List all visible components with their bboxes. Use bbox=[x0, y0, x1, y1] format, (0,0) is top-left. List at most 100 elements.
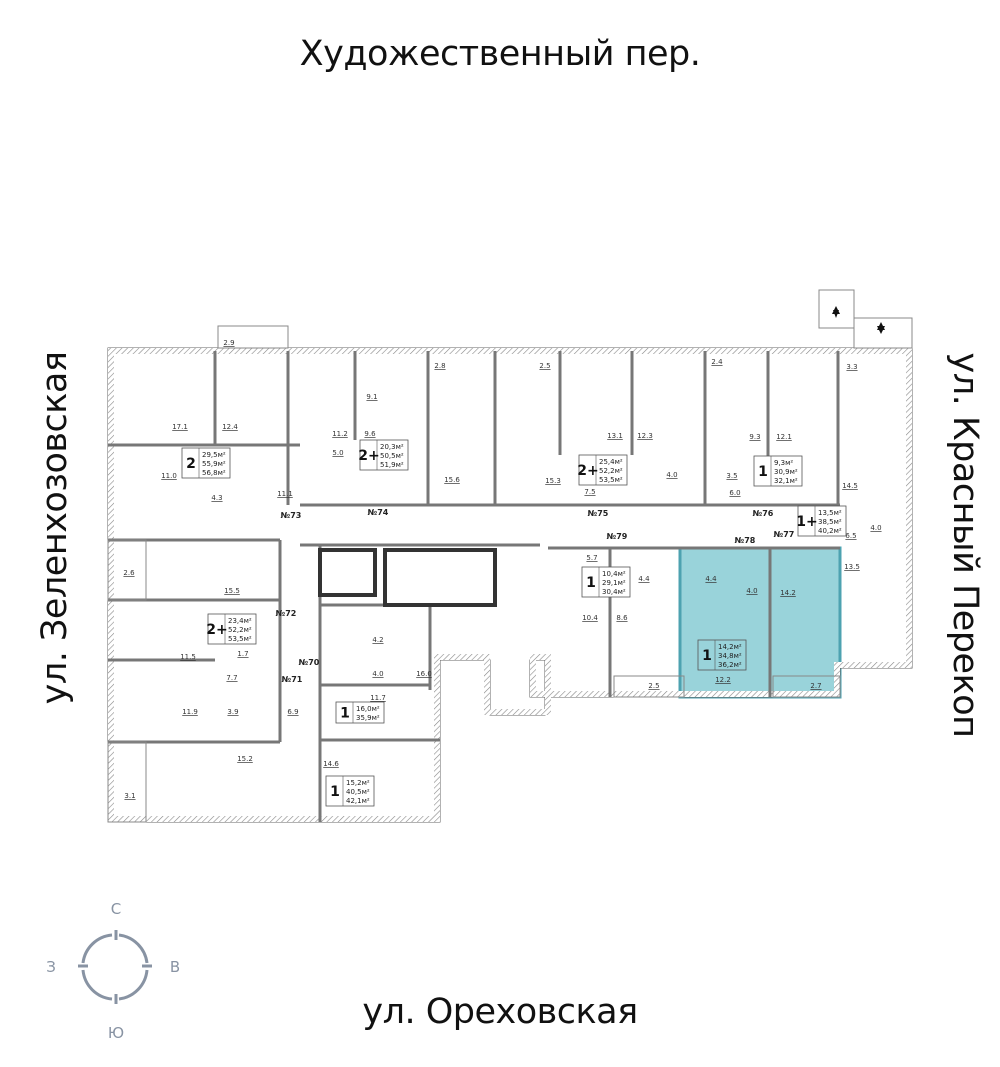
room-area-label: 12.2 bbox=[715, 676, 731, 684]
apartment-rooms: 2+ bbox=[206, 622, 227, 638]
apartment-area: 9,3м² bbox=[774, 459, 793, 467]
room-area-label: 5.0 bbox=[332, 449, 343, 457]
room-area-label: 8.6 bbox=[616, 614, 628, 622]
selected-apartment-highlight[interactable] bbox=[678, 546, 842, 699]
interior-walls bbox=[108, 351, 840, 822]
room-area-label: 1.7 bbox=[237, 650, 248, 658]
room-area-label: 14.2 bbox=[780, 589, 796, 597]
apartment-rooms: 1 bbox=[586, 575, 596, 591]
apartment-area: 20,3м² bbox=[380, 443, 404, 451]
room-area-label: 12.3 bbox=[637, 432, 653, 440]
apartment-rooms: 2+ bbox=[577, 463, 598, 479]
apartment-area: 50,5м² bbox=[380, 452, 404, 460]
apartment-area: 38,5м² bbox=[818, 518, 842, 526]
room-area-label: 7.5 bbox=[584, 488, 595, 496]
arrow-up-icon bbox=[832, 306, 840, 318]
apartment-number-label[interactable]: №74 bbox=[368, 508, 389, 517]
compass: С Ю З В bbox=[46, 900, 180, 1042]
room-area-label: 3.9 bbox=[227, 708, 238, 716]
street-label-top: Художественный пер. bbox=[299, 34, 701, 74]
room-area-label: 12.1 bbox=[776, 433, 792, 441]
apartment-area: 30,4м² bbox=[602, 588, 626, 596]
room-area-label: 11.1 bbox=[277, 490, 293, 498]
apartment-area: 29,1м² bbox=[602, 579, 626, 587]
room-area-label: 2.5 bbox=[648, 682, 659, 690]
apartment-rooms: 1 bbox=[330, 784, 340, 800]
apartment-area: 56,8м² bbox=[202, 469, 226, 477]
apartment-rooms: 1 bbox=[340, 706, 350, 722]
room-area-label: 9.3 bbox=[749, 433, 760, 441]
apartment-rooms: 2 bbox=[186, 456, 196, 472]
room-area-label: 4.0 bbox=[870, 524, 881, 532]
apartment-area: 16,0м² bbox=[356, 705, 380, 713]
room-area-label: 15.3 bbox=[545, 477, 561, 485]
apartment-number-label[interactable]: №73 bbox=[281, 511, 302, 520]
room-area-label: 2.5 bbox=[539, 362, 550, 370]
room-area-label: 15.5 bbox=[224, 587, 240, 595]
apartment-rooms: 2+ bbox=[358, 448, 379, 464]
apartment-area: 40,5м² bbox=[346, 788, 370, 796]
room-area-label: 10.4 bbox=[582, 614, 598, 622]
apartment-rooms: 1 bbox=[702, 648, 712, 664]
room-area-label: 6.9 bbox=[287, 708, 298, 716]
apartment-number-label[interactable]: №77 bbox=[774, 530, 795, 539]
room-area-label: 4.0 bbox=[666, 471, 677, 479]
apartment-area: 52,2м² bbox=[228, 626, 252, 634]
apartment-number-label[interactable]: №76 bbox=[753, 509, 774, 518]
apartment-area: 29,5м² bbox=[202, 451, 226, 459]
compass-west: З bbox=[46, 958, 56, 976]
room-area-label: 11.7 bbox=[370, 694, 386, 702]
room-area-label: 4.0 bbox=[746, 587, 757, 595]
apartment-area: 23,4м² bbox=[228, 617, 252, 625]
apartment-area: 10,4м² bbox=[602, 570, 626, 578]
room-area-label: 3.1 bbox=[124, 792, 135, 800]
apartment-area: 13,5м² bbox=[818, 509, 842, 517]
apartment-number-label[interactable]: №71 bbox=[282, 675, 303, 684]
apartment-area: 55,9м² bbox=[202, 460, 226, 468]
room-area-label: 2.8 bbox=[434, 362, 445, 370]
room-area-label: 11.5 bbox=[180, 653, 196, 661]
room-area-label: 3.5 bbox=[726, 472, 737, 480]
apartment-number-label[interactable]: №72 bbox=[276, 609, 297, 618]
room-area-label: 6.0 bbox=[729, 489, 740, 497]
apartment-area: 25,4м² bbox=[599, 458, 623, 466]
room-area-label: 9.6 bbox=[364, 430, 376, 438]
compass-ring-icon bbox=[78, 930, 152, 1004]
room-area-label: 5.7 bbox=[586, 554, 597, 562]
room-area-label: 2.7 bbox=[810, 682, 821, 690]
room-area-label: 9.1 bbox=[366, 393, 377, 401]
apartment-area: 35,9м² bbox=[356, 714, 380, 722]
apartment-number-label[interactable]: №78 bbox=[735, 536, 756, 545]
apartment-area: 53,5м² bbox=[599, 476, 623, 484]
room-area-label: 13.5 bbox=[844, 563, 860, 571]
street-label-bottom: ул. Ореховская bbox=[362, 992, 638, 1032]
room-area-label: 11.2 bbox=[332, 430, 348, 438]
apartment-number-label[interactable]: №70 bbox=[299, 658, 320, 667]
room-area-label: 14.6 bbox=[323, 760, 339, 768]
apartment-area: 15,2м² bbox=[346, 779, 370, 787]
apartment-area: 40,2м² bbox=[818, 527, 842, 535]
room-area-label: 2.9 bbox=[223, 339, 234, 347]
balconies bbox=[107, 289, 913, 823]
room-area-label: 4.4 bbox=[705, 575, 717, 583]
apartment-number-label[interactable]: №79 bbox=[607, 532, 628, 541]
room-area-label: 4.2 bbox=[372, 636, 383, 644]
apartment-area: 34,8м² bbox=[718, 652, 742, 660]
apartment-area: 32,1м² bbox=[774, 477, 798, 485]
compass-east: В bbox=[170, 958, 180, 976]
room-area-label: 16.0 bbox=[416, 670, 432, 678]
apartment-area: 51,9м² bbox=[380, 461, 404, 469]
apartment-number-label[interactable]: №75 bbox=[588, 509, 609, 518]
room-area-label: 4.3 bbox=[211, 494, 222, 502]
